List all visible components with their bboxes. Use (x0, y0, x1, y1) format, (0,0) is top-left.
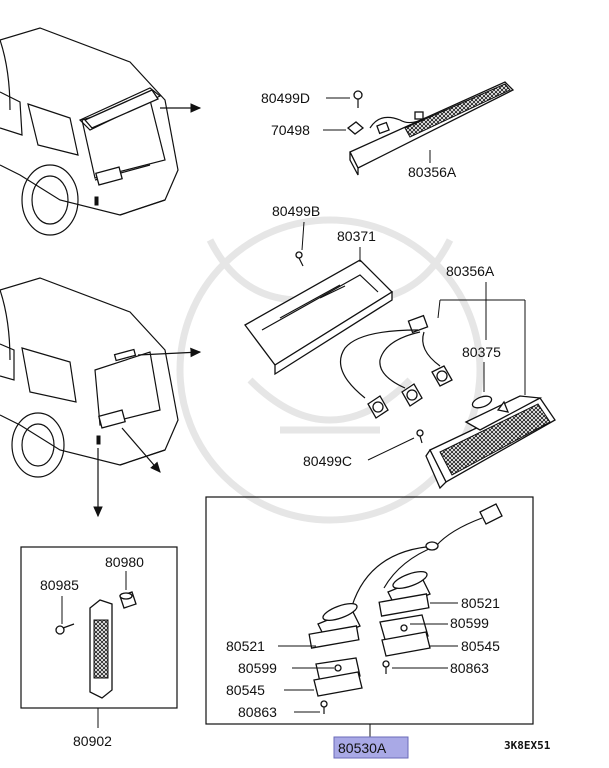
label-lic-lens-r: 80545 (461, 638, 500, 654)
label-assembly[interactable]: 80530A (338, 740, 387, 756)
socket-80375-1 (367, 395, 389, 419)
label-lic-pad-l: 80599 (238, 660, 277, 676)
clip-70498 (346, 121, 365, 135)
label-mid-lamp: 80356A (446, 263, 495, 279)
screw-80985 (55, 623, 75, 635)
screw-80863-right (382, 660, 390, 674)
wiring-harness (339, 314, 493, 419)
license-lamp-right (378, 571, 431, 617)
label-mid-cover: 80371 (337, 228, 376, 244)
lamp-cover-80371 (244, 259, 394, 376)
assembly-highlight (333, 736, 409, 759)
label-reflector: 80902 (73, 733, 112, 749)
label-lic-screw-r: 80863 (450, 660, 489, 676)
socket-80375-3 (431, 365, 453, 387)
reflector-box (20, 546, 178, 709)
screw-80499b (295, 251, 304, 267)
screw-80499d (353, 90, 363, 108)
label-reflector-screw: 80985 (40, 577, 79, 593)
label-lic-lamp-r: 80521 (461, 595, 500, 611)
reflector-80902 (89, 599, 113, 699)
lamp-unit-80356a (425, 395, 556, 490)
watermark (176, 216, 484, 524)
label-reflector-bolt: 80980 (105, 554, 144, 570)
arrow-2 (137, 347, 202, 358)
label-top-clip: 70498 (271, 122, 310, 138)
vehicle-rear-upper (0, 27, 179, 236)
socket-80375-2 (401, 383, 423, 407)
label-top-screw: 80499D (261, 90, 310, 106)
label-mid-screw: 80499B (272, 203, 320, 219)
label-lic-pad-r: 80599 (450, 615, 489, 631)
vehicle-rear-lower (0, 277, 179, 478)
high-mount-stop-lamp-top (349, 81, 515, 176)
license-lamp-harness (351, 503, 503, 607)
arrow-3 (121, 427, 161, 473)
diagram-code: 3K8EX51 (504, 739, 551, 752)
screw-80863-left (320, 700, 328, 714)
label-top-lamp: 80356A (408, 164, 457, 180)
label-lic-lamp-l: 80521 (226, 638, 265, 654)
license-lamp-left (308, 603, 361, 649)
license-lens-right (381, 631, 431, 657)
label-mid-screw2: 80499C (303, 453, 352, 469)
label-socket: 80375 (462, 344, 501, 360)
screw-80499c (416, 429, 424, 444)
label-lic-lens-l: 80545 (226, 682, 265, 698)
bolt-80980 (119, 591, 137, 609)
license-lens-left (313, 671, 363, 697)
label-lic-screw-l: 80863 (238, 704, 277, 720)
